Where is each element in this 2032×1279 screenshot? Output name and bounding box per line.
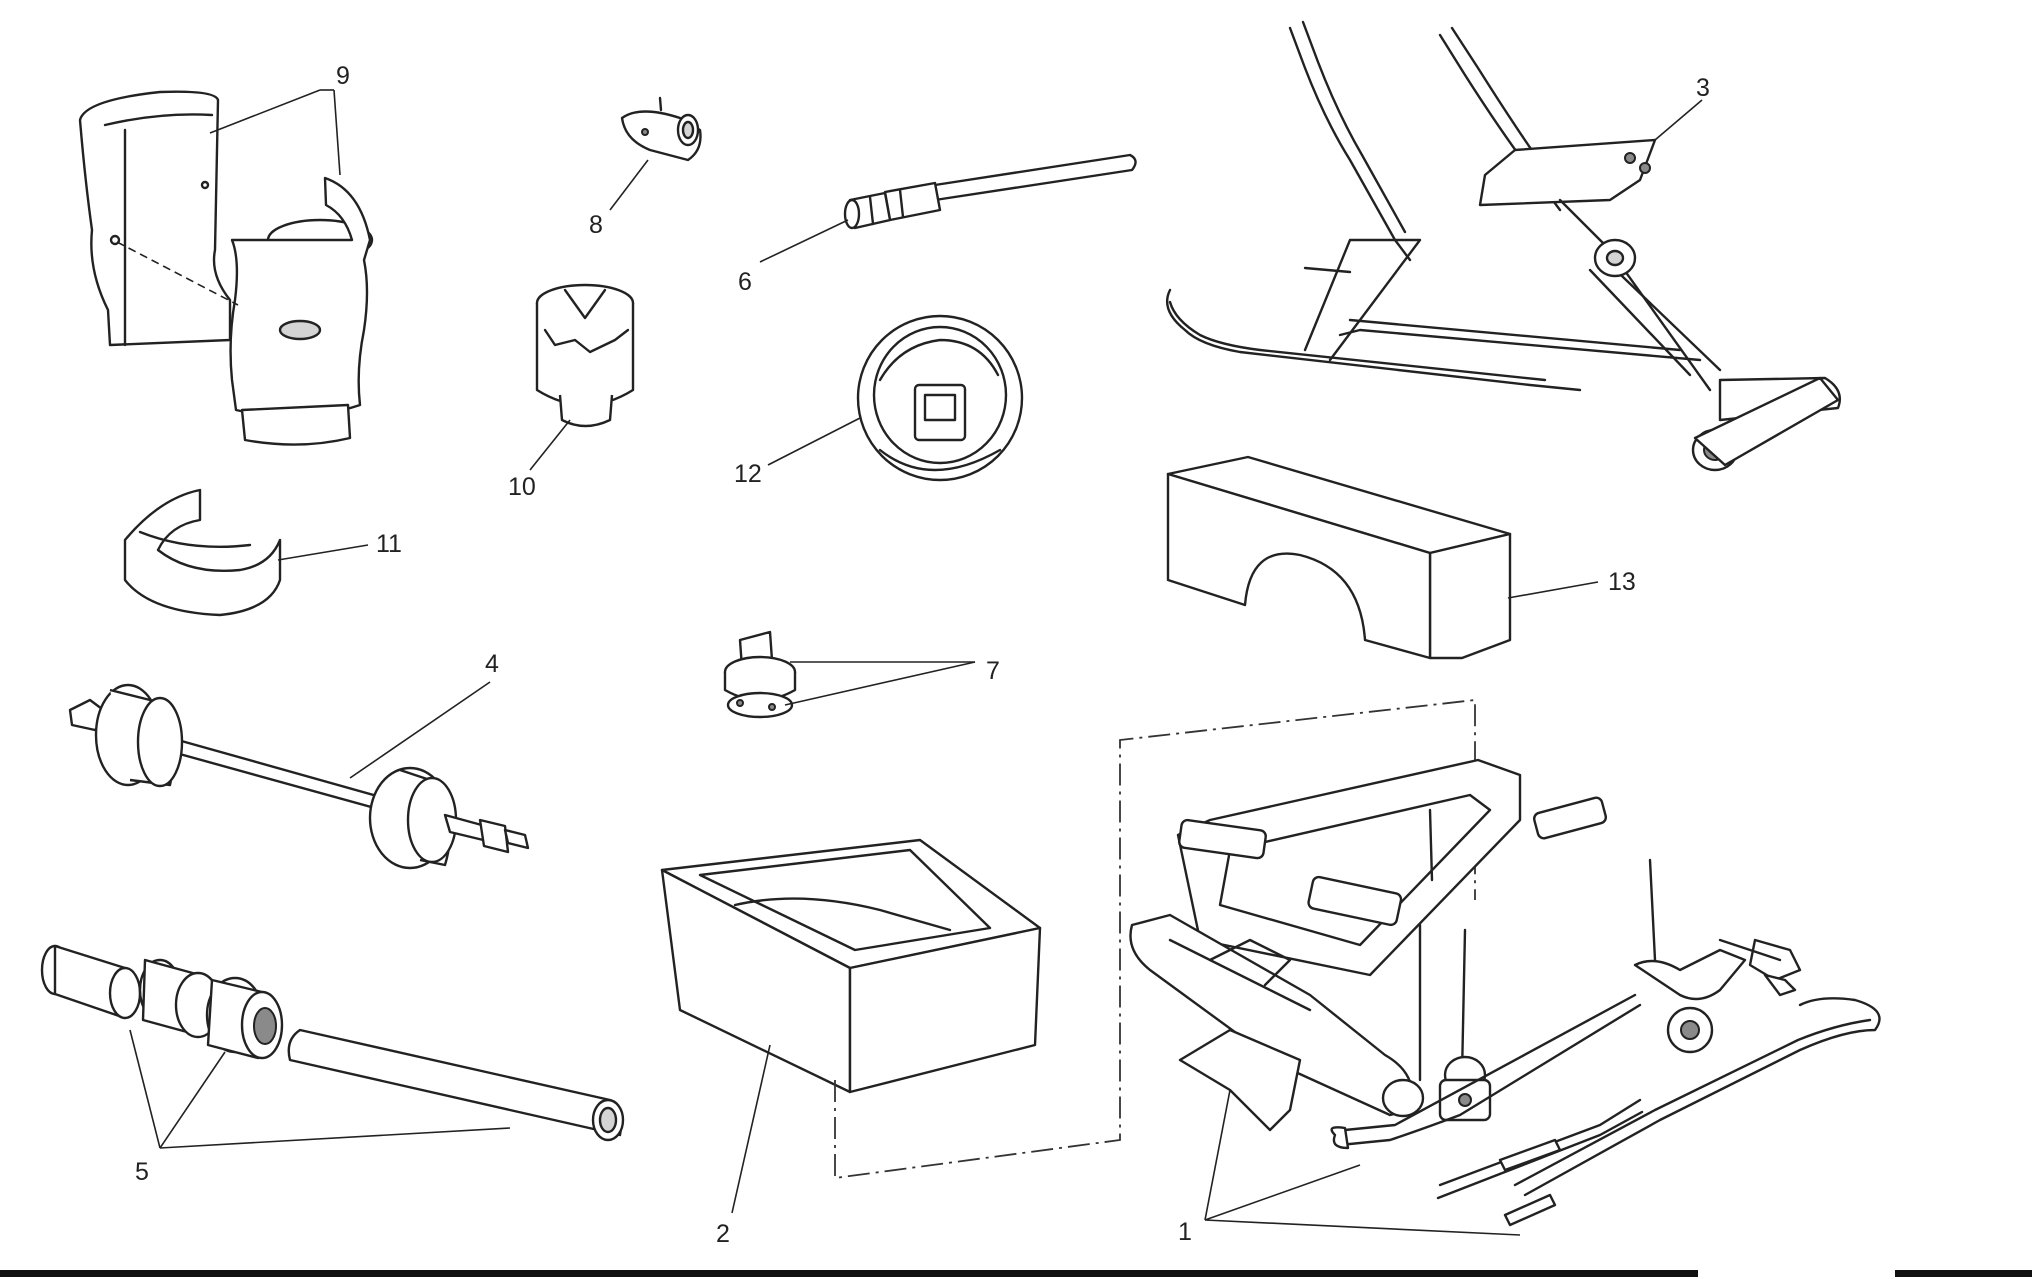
callout-9: 9	[336, 62, 350, 90]
callout-6: 6	[738, 268, 752, 296]
part-9-sleeve-halves: 9	[78, 62, 374, 446]
page-footer-rule-left	[0, 1270, 1698, 1277]
part-13-support-block: 13	[1166, 455, 1636, 660]
callout-12: 12	[734, 460, 762, 488]
callout-5: 5	[135, 1158, 149, 1186]
part-11-half-ring: 11	[123, 488, 402, 617]
part-12-socket-spanner: 12	[734, 314, 1024, 488]
callout-13: 13	[1608, 568, 1636, 596]
part-8-pin-collar: 8	[589, 96, 702, 239]
callout-7: 7	[986, 657, 1000, 685]
part-4-bearing-puller: 4	[68, 650, 530, 870]
callout-2: 2	[716, 1220, 730, 1248]
page-footer-rule-right	[1895, 1270, 2032, 1277]
callout-3: 3	[1696, 74, 1710, 102]
part-2-box: 2	[660, 838, 1042, 1248]
callout-11: 11	[376, 530, 402, 558]
part-1-lift-jack: 1	[1129, 758, 1881, 1246]
callout-10: 10	[508, 473, 536, 501]
kit-group-bracket	[834, 698, 1476, 1180]
part-5-bushes-drift: 5	[40, 944, 625, 1186]
callout-8: 8	[589, 211, 603, 239]
part-10-socket-tool: 10	[508, 283, 635, 501]
callout-1: 1	[1178, 1218, 1192, 1246]
callout-4: 4	[485, 650, 499, 678]
part-7-adapter: 7	[723, 630, 1000, 719]
part-6-threaded-rod: 6	[738, 153, 1137, 296]
part-3-paddock-stand: 3	[1165, 20, 1842, 472]
